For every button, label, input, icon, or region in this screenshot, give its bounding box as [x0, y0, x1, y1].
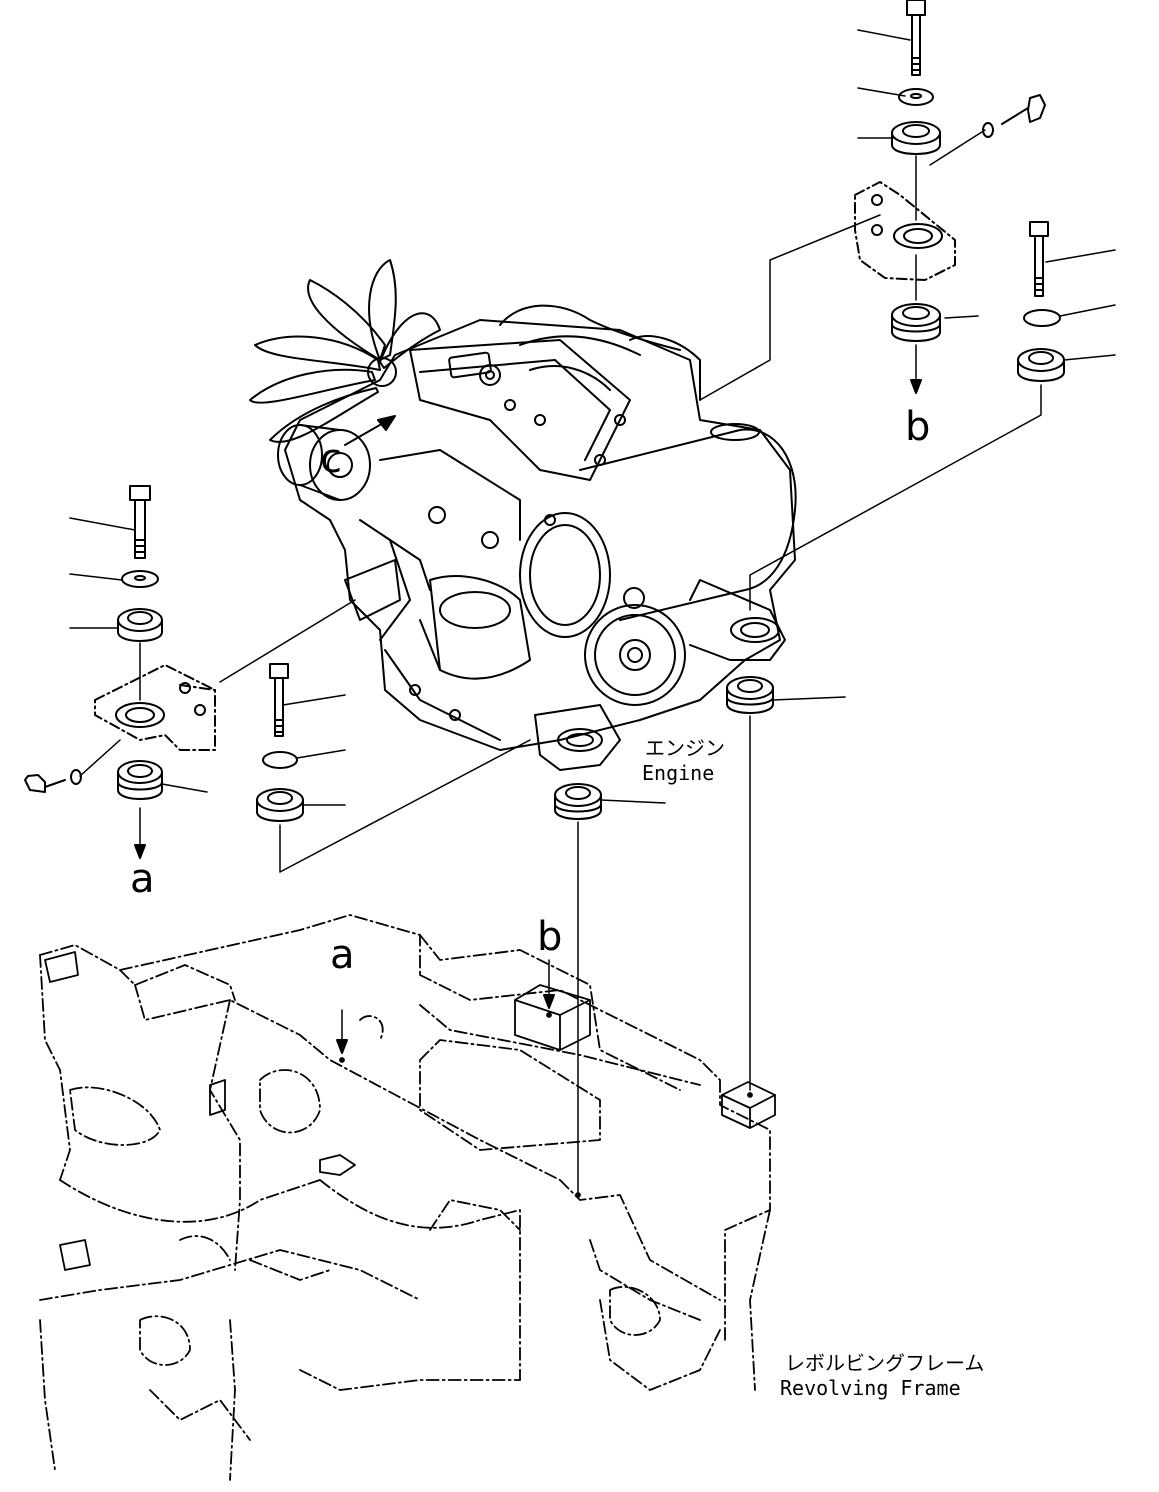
washer-center: [262, 751, 298, 769]
engine-label-jp: エンジン: [645, 736, 725, 760]
cushion-upper-left: [117, 608, 163, 642]
frame-label-jp: レボルビングフレーム: [785, 1351, 984, 1375]
arrow-b-label-top: b: [905, 404, 930, 450]
cushion-lower-left: [117, 760, 163, 800]
cushion-lower-right: [891, 303, 941, 342]
washer-left: [121, 570, 159, 588]
engine-mount-bracket-right: [854, 181, 956, 281]
engine-label-en: Engine: [642, 761, 714, 785]
arrow-b-label-bottom: b: [537, 914, 562, 960]
frame-label-en: Revolving Frame: [780, 1376, 961, 1400]
engine-block: [284, 319, 796, 751]
cooling-fan: [249, 259, 441, 443]
bolt-horizontal-left: [24, 769, 82, 793]
cushion-top-right: [891, 121, 941, 155]
bolt-far-right: [1029, 221, 1049, 297]
arrow-a-label-top: a: [130, 856, 155, 902]
washer-top-right: [898, 88, 934, 106]
bolt-top-right: [906, 0, 926, 76]
bolt-horizontal-right: [982, 94, 1046, 138]
cushion-far-right: [1017, 348, 1065, 382]
washer-far-right: [1023, 309, 1061, 327]
cushion-front-center: [554, 783, 602, 820]
view-c-label: c: [320, 436, 342, 482]
revolving-frame: [39, 914, 771, 1481]
arrow-a-label-bottom: a: [330, 932, 355, 978]
engine-assembly: [249, 259, 797, 771]
engine-mount-bracket-rear: [689, 579, 786, 661]
engine-mount-bracket-front-lower: [534, 704, 621, 771]
leader-lines: [69, 29, 1116, 1196]
engine-mount-bracket-left: [94, 664, 216, 751]
flywheel-housing: [584, 587, 686, 706]
cushion-center: [256, 788, 304, 822]
cushion-rear-right: [726, 676, 774, 714]
bolt-left: [129, 485, 151, 559]
muffler: [519, 423, 797, 638]
bolt-center: [269, 663, 289, 737]
frame-pads: [44, 951, 776, 1271]
